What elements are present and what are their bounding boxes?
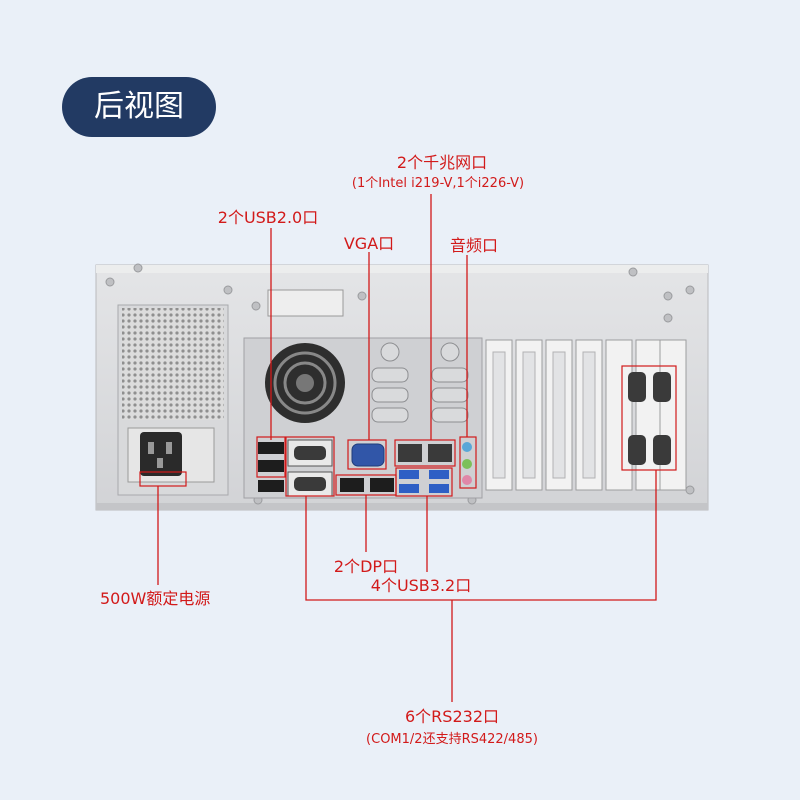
rs232-sublabel: (COM1/2还支持RS422/485) [366,732,538,747]
audio-jacks [462,442,472,485]
highlight-boxes [139,365,677,497]
audio-label: 音频口 [449,236,499,255]
blank-slot [267,289,344,317]
rs232-label: 6个RS232口 [405,707,499,726]
psu-label: 500W额定电源 [100,589,211,608]
io-com-ports [287,439,333,497]
com-bracket-ports [628,372,671,465]
lan-label: 2个千兆网口 [396,153,488,172]
dp-ports [340,478,394,492]
knockouts [371,342,469,423]
leader-lines [157,194,657,702]
lan-sublabel: (1个Intel i219-V,1个i226-V) [351,176,525,191]
usb2-ports [258,442,284,492]
lan-ports [398,444,452,462]
screws [105,263,695,505]
usb3-label: 4个USB3.2口 [370,576,472,595]
vga-label: VGA口 [343,234,395,253]
vga-port-icon [351,443,385,467]
title-badge: 后视图 [62,77,216,137]
dp-label: 2个DP口 [333,557,399,576]
usb2-label: 2个USB2.0口 [217,208,319,227]
psu-vent [122,308,224,420]
power-socket-icon [140,432,182,476]
usb3-ports [399,470,449,493]
